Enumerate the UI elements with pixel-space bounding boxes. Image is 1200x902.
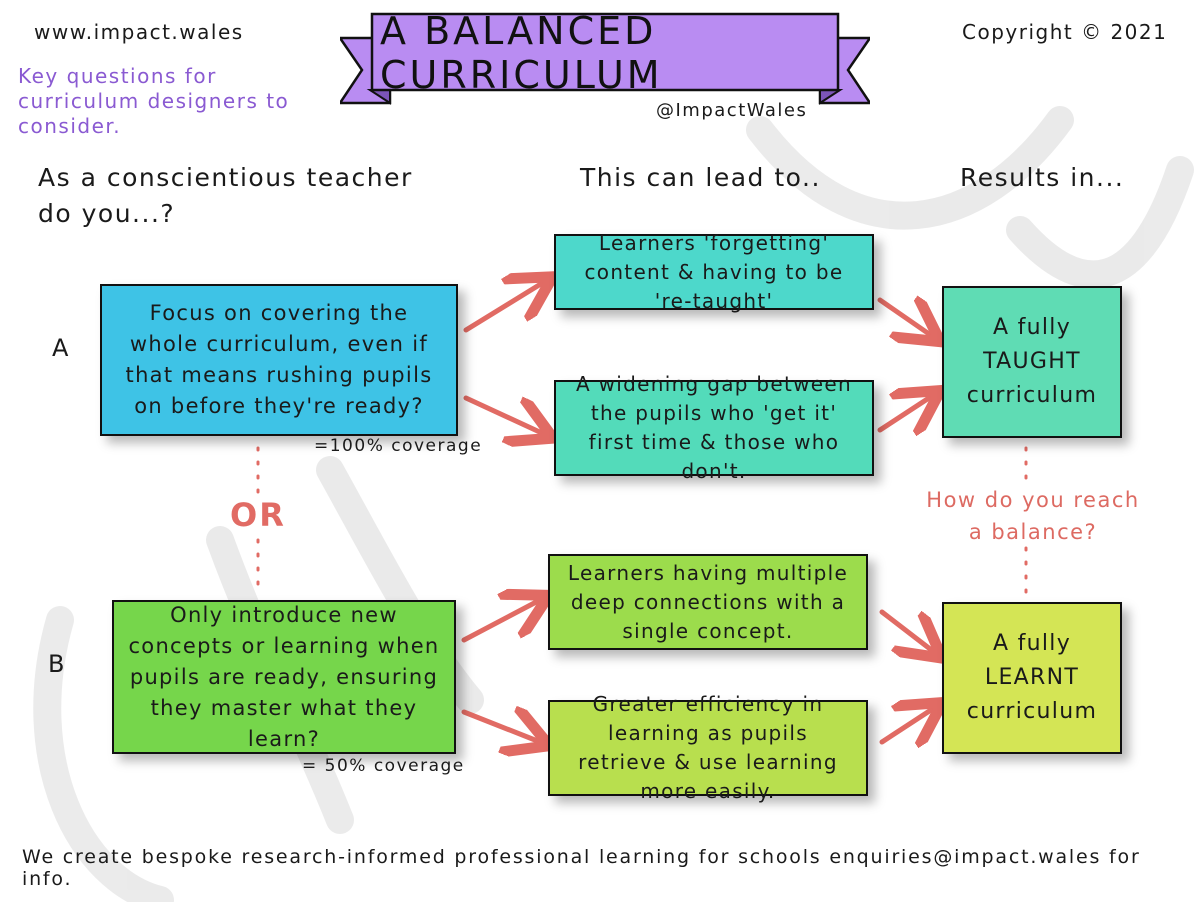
option-a-text: Focus on covering the whole curriculum, … xyxy=(125,301,433,418)
option-a-label: A xyxy=(52,334,70,362)
website-text: www.impact.wales xyxy=(34,20,244,44)
arrow-a-to-forgetting xyxy=(463,282,544,333)
arrow-efficiency-to-learnt xyxy=(879,708,934,742)
arrow-b-to-efficiency xyxy=(461,712,540,742)
balance-question: How do you reach a balance? xyxy=(926,488,1140,544)
footer-text: We create bespoke research-informed prof… xyxy=(22,846,1141,890)
subtitle: Key questions for curriculum designers t… xyxy=(18,64,290,138)
option-b-text: Only introduce new concepts or learning … xyxy=(128,602,440,751)
option-b-coverage: = 50% coverage xyxy=(302,756,465,776)
arrow-connections-to-learnt xyxy=(879,609,934,652)
arrow-b-to-connections xyxy=(461,600,540,643)
arrow-forgetting-to-taught xyxy=(877,300,932,336)
consequence-efficiency: Greater efficiency in learning as pupils… xyxy=(548,692,868,803)
banner-ribbon-icon xyxy=(337,12,873,105)
option-a-box: Focus on covering the whole curriculum, … xyxy=(100,284,458,436)
consequence-widening-gap: A widening gap between the pupils who 'g… xyxy=(554,372,874,483)
arrow-gap-to-taught xyxy=(877,396,932,430)
twitter-handle: @ImpactWales xyxy=(656,100,808,121)
column-heading-lead-to: This can lead to.. xyxy=(580,163,821,192)
result-fully-learnt: A fully LEARNT curriculum xyxy=(942,602,1122,754)
option-b-box: Only introduce new concepts or learning … xyxy=(112,600,456,754)
consequence-forgetting: Learners 'forgetting' content & having t… xyxy=(554,231,874,313)
or-label: OR xyxy=(230,496,286,534)
option-a-coverage: =100% coverage xyxy=(314,436,483,456)
copyright-text: Copyright © 2021 xyxy=(962,20,1168,44)
arrow-a-to-gap xyxy=(463,395,544,434)
consequence-deep-connections: Learners having multiple deep connection… xyxy=(548,554,868,650)
column-heading-question: As a conscientious teacher do you...? xyxy=(38,163,413,228)
column-heading-results: Results in... xyxy=(960,163,1125,192)
title-banner: A Balanced Curriculum xyxy=(337,8,873,118)
option-b-label: B xyxy=(48,650,66,678)
result-fully-taught: A fully TAUGHT curriculum xyxy=(942,286,1122,438)
